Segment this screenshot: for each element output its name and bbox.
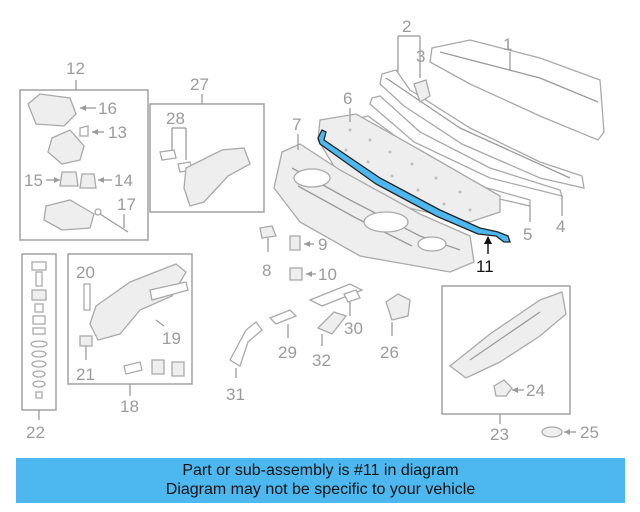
callout-24: 24 (526, 381, 545, 400)
part-29-bracket (268, 309, 298, 325)
part-1-lid-panel (429, 39, 605, 141)
callout-31: 31 (226, 385, 245, 404)
part-31-rod (229, 321, 263, 367)
callout-13: 13 (108, 123, 127, 142)
part-13-bracket (47, 125, 89, 165)
callout-14: 14 (114, 171, 133, 190)
callout-22: 22 (26, 423, 45, 442)
banner-line-1: Part or sub-assembly is #11 in diagram (182, 462, 459, 479)
part-3-clip (413, 79, 431, 103)
part-18-fasteners (123, 359, 185, 377)
part-6-inner-liner (317, 113, 501, 223)
callout-30: 30 (344, 319, 363, 338)
part-32-bracket (316, 311, 348, 335)
part-4-seal-strip (369, 95, 563, 197)
callout-15: 15 (24, 171, 43, 190)
part-10-bumper (289, 267, 303, 281)
part-20-stud (83, 283, 91, 311)
callout-32: 32 (312, 351, 331, 370)
callout-8: 8 (262, 261, 271, 280)
callout-12: 12 (66, 59, 85, 78)
part-latch-assembly (43, 199, 95, 231)
part-9-bumper (289, 235, 301, 251)
part-26-latch (385, 293, 411, 321)
callout-10: 10 (318, 265, 337, 284)
callout-29: 29 (278, 343, 297, 362)
part-22-hardware-stack (30, 261, 48, 399)
part-23-reinforcement (448, 291, 567, 379)
callout-21: 21 (76, 365, 95, 384)
callout-23: 23 (490, 425, 509, 444)
callout-9: 9 (318, 235, 327, 254)
part-27-hinge-bracket (183, 147, 251, 207)
banner-line-2: Diagram may not be specific to your vehi… (165, 481, 476, 498)
callout-2: 2 (402, 17, 411, 36)
callout-20: 20 (76, 263, 95, 282)
part-30-bracket (308, 283, 364, 307)
callout-28: 28 (166, 109, 185, 128)
part-21-clip (79, 335, 93, 347)
info-banner: Part or sub-assembly is #11 in diagram D… (16, 458, 625, 503)
callout-3: 3 (416, 47, 425, 66)
callout-18: 18 (120, 397, 139, 416)
callout-4: 4 (556, 217, 565, 236)
group-box-12 (19, 89, 149, 241)
part-2-seal-strip (379, 69, 585, 189)
callout-25: 25 (580, 423, 599, 442)
part-14-grommet (79, 173, 97, 189)
part-17-cable (94, 208, 129, 233)
parts-diagram: 1 2 3 4 5 6 7 (19, 17, 605, 444)
callout-16: 16 (98, 99, 117, 118)
callout-5: 5 (523, 225, 532, 244)
part-24-clip (493, 379, 513, 397)
part-8-pad (259, 225, 277, 239)
group-box-27 (149, 103, 265, 213)
callout-19: 19 (162, 329, 181, 348)
part-15-grommet (59, 171, 79, 187)
callout-1: 1 (503, 35, 512, 54)
part-19-latch-support (89, 263, 189, 341)
callout-6: 6 (343, 89, 352, 108)
callout-26: 26 (380, 343, 399, 362)
part-16-cover (27, 93, 77, 127)
part-11-seal-highlighted (317, 129, 511, 243)
group-box-23 (441, 285, 571, 415)
part-7-inner-frame (273, 143, 475, 273)
callout-17: 17 (117, 195, 136, 214)
callout-27: 27 (190, 75, 209, 94)
callout-11: 11 (476, 257, 494, 276)
part-25-plug (541, 426, 563, 438)
callout-7: 7 (292, 115, 301, 134)
